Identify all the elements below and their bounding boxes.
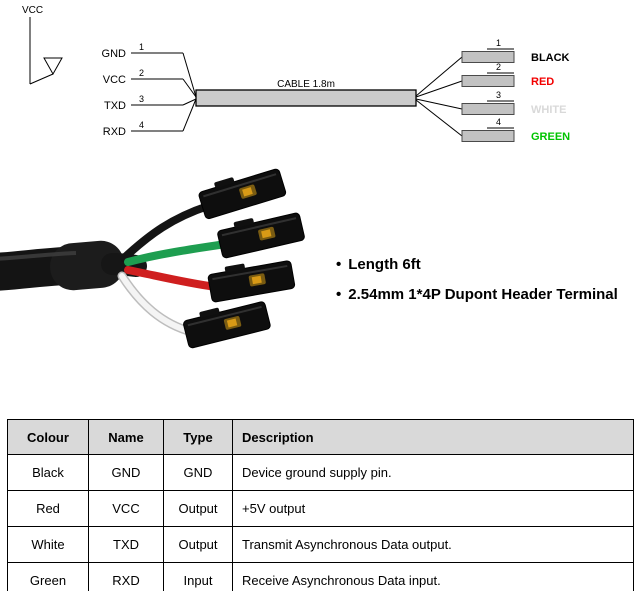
dupont-connector [207,260,296,303]
vcc-rail-label: VCC [22,5,43,16]
black-wire [120,202,212,262]
wiring-diagram: VCC GND 1 VCC 2 TXD 3 RXD 4 [22,5,570,143]
header-description: Description [232,419,634,455]
wire-color-label: BLACK [531,52,570,64]
cell-description: +5V output [232,490,634,527]
cell-type: Input [163,562,233,591]
connector-pin [461,75,515,87]
pin-name: RXD [103,126,126,138]
pin-number: 3 [496,90,501,100]
feature-text: Length 6ft [348,256,421,273]
cell-name: VCC [88,490,164,527]
pin-number: 1 [139,42,144,52]
cell-type: Output [163,526,233,563]
green-wire [124,240,230,266]
cable-sleeve [0,240,147,291]
dupont-connector [198,168,287,220]
right-pin-row: 2 RED [415,62,554,98]
cell-type: Output [163,490,233,527]
pin-number: 3 [139,94,144,104]
cell-colour: Black [7,454,89,491]
right-pin-row: 1 BLACK [415,38,570,97]
wire-color-label: GREEN [531,131,570,143]
table-row: Green RXD Input Receive Asynchronous Dat… [7,562,634,591]
connector-pin [461,130,515,142]
bullet-icon: • [336,256,342,273]
pin-number: 4 [496,117,501,127]
cell-name: GND [88,454,164,491]
connector-pin [461,51,515,63]
feature-text: 2.54mm 1*4P Dupont Header Terminal [348,286,618,303]
cable-length-label: CABLE 1.8m [277,79,335,90]
cell-name: TXD [88,526,164,563]
feature-item: • 2.54mm 1*4P Dupont Header Terminal [336,280,618,310]
table-row: Red VCC Output +5V output [7,490,634,527]
cell-colour: Green [7,562,89,591]
table-row: Black GND GND Device ground supply pin. [7,454,634,491]
cell-colour: White [7,526,89,563]
white-wire [119,273,195,335]
feature-item: • Length 6ft [336,250,618,280]
cell-description: Transmit Asynchronous Data output. [232,526,634,563]
ground-triangle-icon [43,57,63,76]
left-pin-row: RXD 4 [103,98,197,138]
dupont-connector [183,301,271,349]
connector-pin [461,103,515,115]
wire-color-label: RED [531,76,554,88]
wires [117,202,230,337]
dupont-connector [217,212,305,259]
cell-name: RXD [88,562,164,591]
header-name: Name [88,419,164,455]
pin-name: TXD [104,100,126,112]
bullet-icon: • [336,286,342,303]
vcc-rail-lines [29,17,63,85]
cell-colour: Red [7,490,89,527]
cell-description: Device ground supply pin. [232,454,634,491]
pin-number: 2 [496,62,501,72]
header-type: Type [163,419,233,455]
left-pin-row: GND 1 [102,42,197,98]
cell-description: Receive Asynchronous Data input. [232,562,634,591]
right-pin-row: 3 WHITE [415,90,566,116]
pin-number: 1 [496,38,501,48]
pin-name: VCC [103,74,126,86]
pin-number: 2 [139,68,144,78]
pin-name: GND [102,48,127,60]
table-row: White TXD Output Transmit Asynchronous D… [7,526,634,563]
feature-list: • Length 6ft • 2.54mm 1*4P Dupont Header T… [336,250,618,310]
left-pin-row: TXD 3 [104,94,197,112]
pin-number: 4 [139,120,144,130]
right-pin-row: 4 GREEN [415,99,570,143]
pinout-table: Colour Name Type Description Black GND G… [7,419,634,591]
cable-body [195,89,417,107]
product-photo [0,168,305,349]
red-wire [124,266,220,291]
wire-color-label: WHITE [531,104,566,116]
header-colour: Colour [7,419,89,455]
cell-type: GND [163,454,233,491]
left-pin-row: VCC 2 [103,68,197,98]
table-header-row: Colour Name Type Description [7,419,634,455]
